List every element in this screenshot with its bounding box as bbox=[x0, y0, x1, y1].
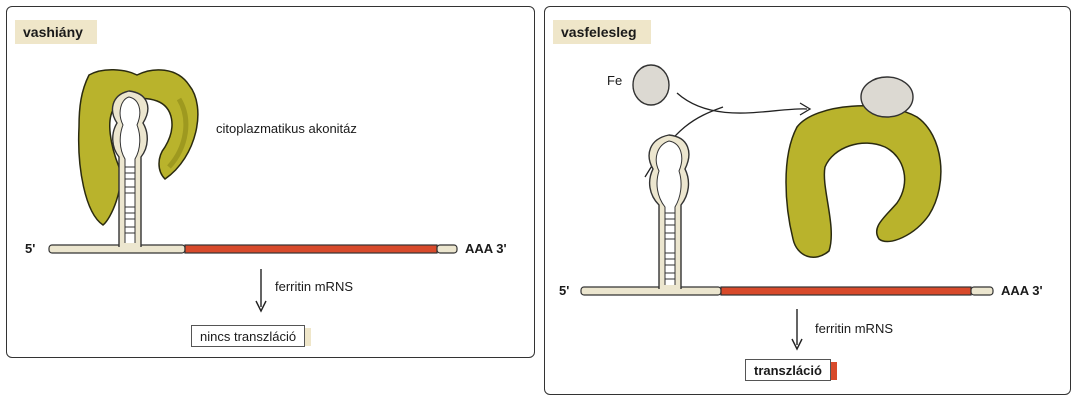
mrna-3prime-utr bbox=[436, 244, 458, 254]
left-diagram bbox=[48, 69, 458, 313]
protein-shade bbox=[167, 97, 189, 169]
result-cap bbox=[830, 362, 837, 380]
mrna-coding-region bbox=[184, 244, 438, 254]
arrow-head bbox=[255, 300, 267, 313]
mrna-label: ferritin mRNS bbox=[815, 321, 894, 336]
right-diagram bbox=[580, 64, 994, 351]
aconitase-protein bbox=[785, 105, 942, 258]
panel-iron-excess: vasfelesleg Fe 5' AAA 3' ferritin mRNS bbox=[544, 6, 1071, 395]
three-prime-label: AAA 3' bbox=[1001, 283, 1043, 298]
binding-arrow bbox=[676, 92, 808, 114]
panel-title: vashiány bbox=[15, 20, 97, 44]
panel-title: vasfelesleg bbox=[553, 20, 651, 44]
mrna-5prime-utr bbox=[580, 286, 722, 296]
iron-atom bbox=[632, 64, 670, 106]
panel-iron-deficiency: vashiány citoplazmatikus akonitáz 5' AAA… bbox=[6, 6, 535, 358]
iron-bound bbox=[860, 76, 914, 118]
five-prime-label: 5' bbox=[559, 283, 570, 298]
mrna-label: ferritin mRNS bbox=[275, 279, 354, 294]
base-pairs bbox=[665, 212, 675, 280]
result-cap bbox=[305, 328, 312, 346]
base-pairs bbox=[125, 166, 135, 234]
mrna-3prime-utr bbox=[970, 286, 994, 296]
iron-label: Fe bbox=[607, 73, 623, 88]
result-box: nincs transzláció bbox=[191, 325, 312, 347]
result-box: transzláció bbox=[745, 359, 837, 381]
protein-label: citoplazmatikus akonitáz bbox=[216, 121, 357, 136]
arrow-head bbox=[791, 338, 803, 351]
result-text: transzláció bbox=[754, 363, 822, 378]
three-prime-label: AAA 3' bbox=[465, 241, 507, 256]
arrow-head bbox=[799, 102, 812, 116]
mrna-coding-region bbox=[720, 286, 972, 296]
five-prime-label: 5' bbox=[25, 241, 36, 256]
aconitase-protein bbox=[77, 69, 199, 226]
mrna-5prime-utr bbox=[48, 244, 186, 254]
result-text: nincs transzláció bbox=[200, 329, 297, 344]
